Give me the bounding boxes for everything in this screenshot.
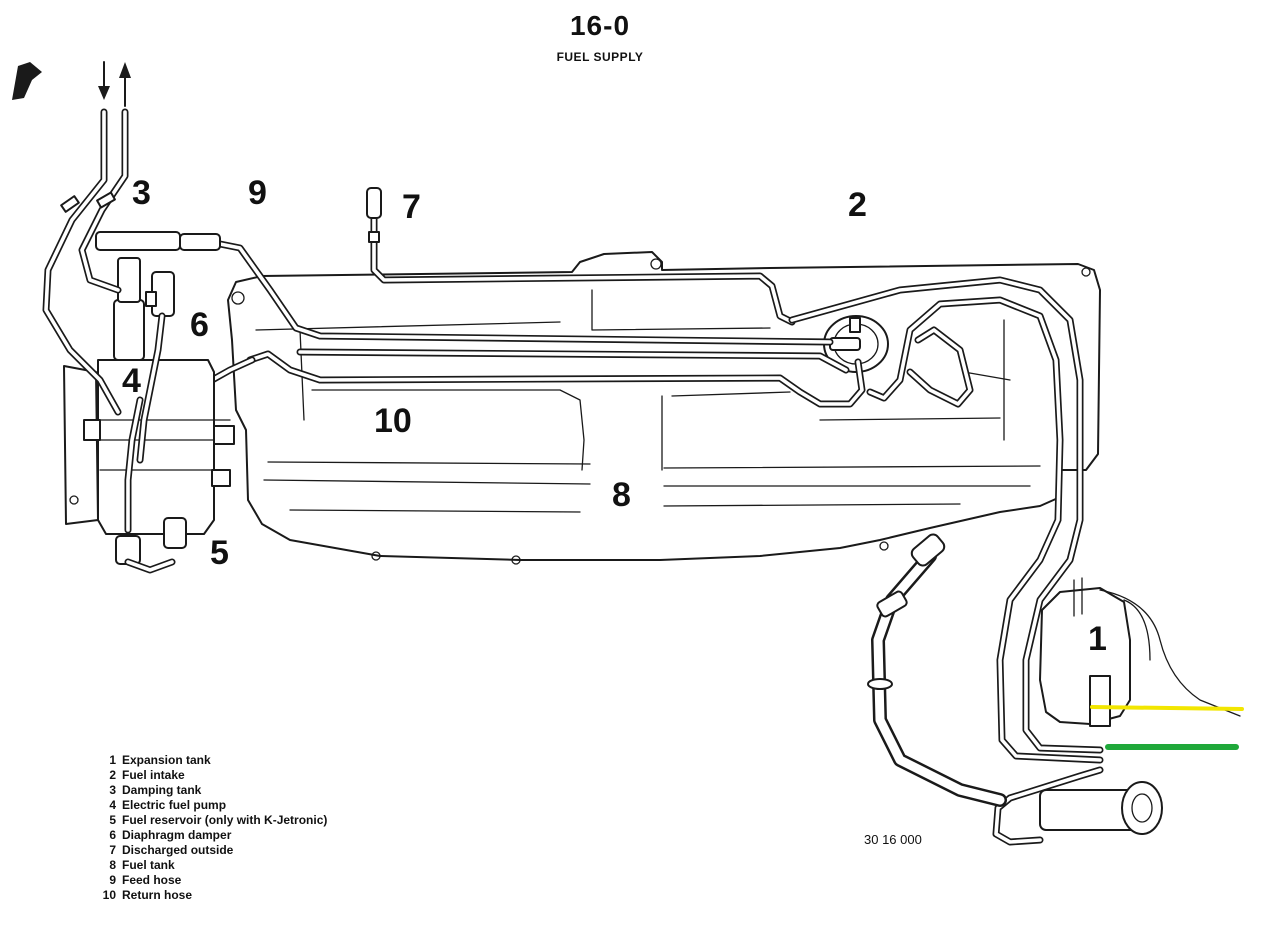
legend-number: 2 <box>109 767 116 782</box>
legend-item: 2 Fuel intake <box>88 767 327 782</box>
legend-number: 5 <box>109 812 116 827</box>
legend-number: 3 <box>109 782 116 797</box>
legend-number: 8 <box>109 857 116 872</box>
legend-label: Fuel reservoir (only with K-Jetronic) <box>122 812 328 827</box>
legend-item: 3 Damping tank <box>88 782 327 797</box>
pump-assembly <box>42 108 235 574</box>
figure-code: 30 16 000 <box>864 832 922 847</box>
legend-item: 10 Return hose <box>88 887 327 902</box>
callout-8: 8 <box>612 476 631 514</box>
callout-6: 6 <box>190 306 209 344</box>
filler-neck <box>867 533 1163 835</box>
callout-1: 1 <box>1088 620 1107 658</box>
legend-label: Fuel intake <box>122 767 185 782</box>
legend-label: Expansion tank <box>122 752 211 767</box>
legend-item: 5 Fuel reservoir (only with K-Jetronic) <box>88 812 327 827</box>
callout-5: 5 <box>210 534 229 572</box>
page-title: FUEL SUPPLY <box>556 50 644 64</box>
flow-arrows <box>98 61 131 107</box>
legend: 1 Expansion tank 2 Fuel intake 3 Damping ta… <box>88 752 328 902</box>
legend-label: Feed hose <box>122 872 182 887</box>
discharge-pipe <box>366 187 796 326</box>
legend-item: 1 Expansion tank <box>88 752 327 767</box>
callout-10: 10 <box>374 402 412 440</box>
callout-4: 4 <box>122 362 141 400</box>
legend-label: Discharged outside <box>122 842 234 857</box>
legend-number: 10 <box>102 887 116 902</box>
legend-label: Electric fuel pump <box>122 797 227 812</box>
legend-number: 1 <box>109 752 116 767</box>
legend-number: 6 <box>109 827 116 842</box>
corner-mark <box>12 62 42 100</box>
legend-number: 4 <box>109 797 116 812</box>
yellow-marker-line <box>1090 705 1244 711</box>
legend-label: Return hose <box>122 887 193 902</box>
legend-item: 8 Fuel tank <box>88 857 327 872</box>
feed-hose <box>216 240 850 374</box>
vent-lines <box>788 276 1104 846</box>
page-number: 16-0 <box>569 10 631 41</box>
callout-2: 2 <box>848 186 867 224</box>
legend-item: 4 Electric fuel pump <box>88 797 327 812</box>
callout-9: 9 <box>248 174 267 212</box>
legend-label: Fuel tank <box>122 857 175 872</box>
fuel-tank <box>227 251 1101 565</box>
legend-item: 9 Feed hose <box>88 872 327 887</box>
legend-label: Damping tank <box>122 782 202 797</box>
callout-7: 7 <box>402 188 421 226</box>
legend-number: 7 <box>109 842 116 857</box>
legend-number: 9 <box>109 872 116 887</box>
legend-label: Diaphragm damper <box>122 827 232 842</box>
expansion-tank <box>1039 577 1241 727</box>
legend-item: 7 Discharged outside <box>88 842 327 857</box>
return-hose <box>136 350 866 408</box>
legend-item: 6 Diaphragm damper <box>88 827 327 842</box>
callout-3: 3 <box>132 174 151 212</box>
